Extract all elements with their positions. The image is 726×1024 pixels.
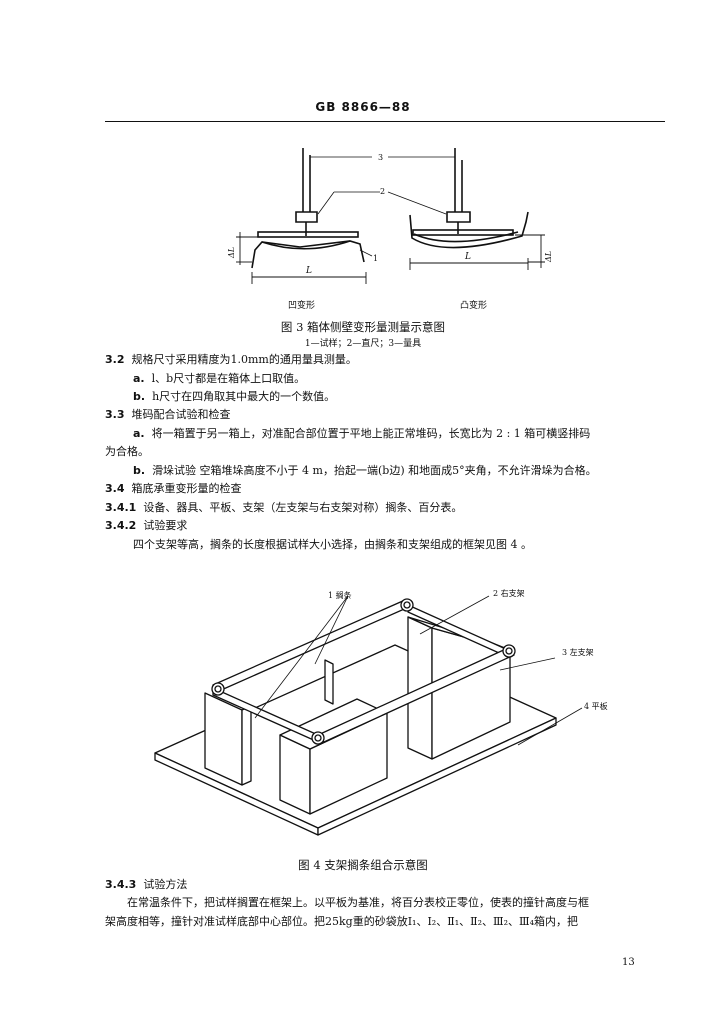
fig4-label-3: 3 左支架 [562, 647, 594, 657]
fig3-label-dL-right: ΔL [544, 251, 553, 263]
fig4-label-2: 2 右支架 [493, 588, 525, 598]
fig3-label-2: 2 [380, 187, 385, 196]
standard-header: GB 8866—88 [315, 100, 411, 114]
header-rule [105, 121, 665, 122]
page-number: 13 [622, 957, 635, 968]
fig3-sublabel-concave: 凹变形 [288, 301, 316, 311]
text-line: 3.4 箱底承重变形量的检查 [105, 482, 242, 495]
fig3-label-L-left: L [305, 266, 312, 276]
fig4-label-4: 4 平板 [584, 701, 608, 711]
text-line: a. l、b尺寸都是在箱体上口取值。 [133, 372, 306, 385]
fig3-label-3: 3 [378, 153, 383, 162]
fig3-legend: 1—试样；2—直尺；3—量具 [304, 339, 422, 349]
text-line: 3.4.2 试验要求 [105, 519, 188, 532]
text-line: b. 滑垛试验 空箱堆垛高度不小于 4 m，抬起一端(b边) 和地面成5°夹角，… [133, 464, 597, 477]
fig4-label-1: 1 搁条 [328, 590, 352, 600]
text-line: b. h尺寸在四角取其中最大的一个数值。 [133, 390, 336, 403]
text-line: 3.4.1 设备、器具、平板、支架（左支架与右支架对称）搁条、百分表。 [105, 501, 463, 514]
fig4-caption: 图 4 支架搁条组合示意图 [298, 858, 428, 872]
text-line: 四个支架等高，搁条的长度根据试样大小选择，由搁条和支架组成的框架见图 4 。 [133, 538, 532, 551]
text-line: 在常温条件下，把试样搁置在框架上。以平板为基准，将百分表校正零位，使表的撞针高度… [127, 896, 589, 909]
text-line: 3.3 堆码配合试验和检查 [105, 408, 231, 421]
fig3-label-dL-left: ΔL [227, 247, 236, 259]
text-line: 架高度相等，撞针对准试样底部中心部位。把25kg重的砂袋放Ⅰ₁、Ⅰ₂、Ⅱ₁、Ⅱ₂… [105, 915, 579, 928]
text-line: 3.2 规格尺寸采用精度为1.0mm的通用量具测量。 [105, 353, 357, 366]
text-line: a. 将一箱置于另一箱上，对准配合部位置于平地上能正常堆码，长宽比为 2 : 1… [133, 427, 591, 440]
fig3-caption: 图 3 箱体侧壁变形量测量示意图 [280, 320, 446, 334]
fig3-label-L-right: L [464, 252, 471, 262]
fig3-label-1: 1 [373, 254, 378, 263]
text-line: 3.4.3 试验方法 [105, 878, 188, 891]
fig3-sublabel-convex: 凸变形 [460, 301, 488, 311]
text-line: 为合格。 [105, 445, 149, 458]
